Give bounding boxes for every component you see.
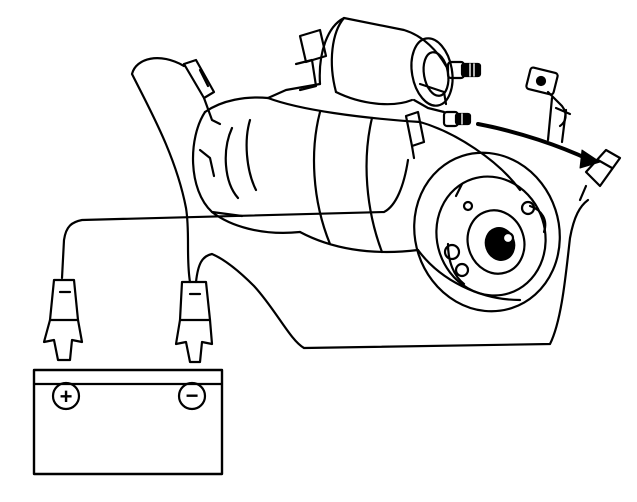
motor-yoke [266,96,522,302]
solenoid-clip [404,110,426,160]
positive-terminal: + [51,381,81,411]
upper-clip [182,58,222,126]
ground-lead [194,198,590,350]
terminal-m [446,60,482,80]
front-clip [578,148,622,202]
negative-clip [174,280,214,364]
through-bolts [443,200,536,278]
connection-arrow [476,122,601,169]
starter-motor [191,16,561,313]
motor-lead-disconnected [525,66,572,144]
positive-lead [60,158,410,280]
commutator-end-cover [413,151,561,313]
negative-lead [130,57,192,284]
negative-terminal: − [177,381,207,411]
positive-clip [42,278,84,362]
solenoid [294,16,454,107]
negative-symbol: − [186,383,199,408]
terminal-s [442,110,472,128]
solenoid-lead-bracket [412,82,448,114]
positive-symbol: + [60,384,73,409]
battery: + − [32,368,224,476]
